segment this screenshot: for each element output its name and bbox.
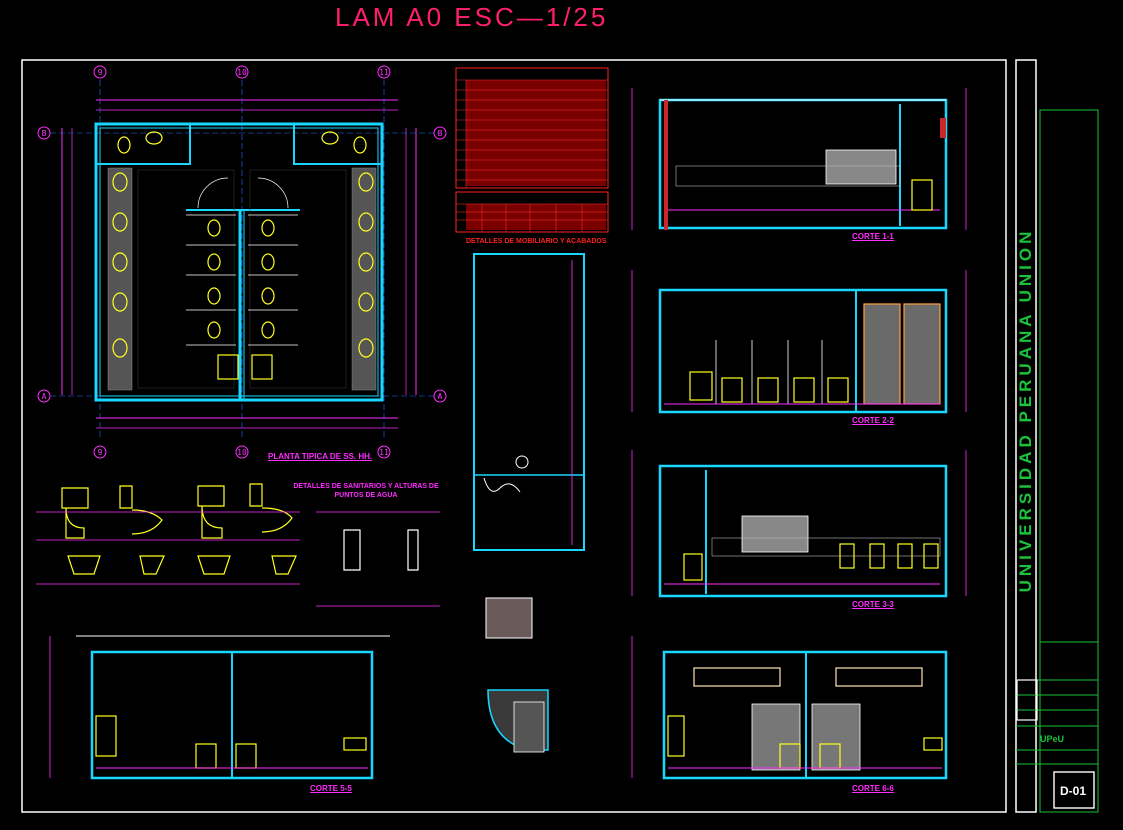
section-3-3 (631, 450, 967, 598)
floor-plan (37, 65, 447, 459)
legend-table (455, 67, 609, 233)
plan-title: PLANTA TIPICA DE SS. HH. (268, 452, 373, 461)
furniture-details-title: DETALLES DE MOBILIARIO Y ACABADOS (466, 238, 607, 245)
corte-2-title: CORTE 2-2 (852, 416, 894, 425)
furniture-detail (473, 253, 585, 753)
sheet-number: D-01 (1060, 784, 1087, 798)
corte-6-title: CORTE 6-6 (852, 784, 894, 793)
axis-10-top: 10 (237, 68, 247, 77)
titleblock-strip (1015, 59, 1037, 813)
university-name-vertical: UNIVERSIDAD PERUANA UNION (1016, 227, 1035, 593)
titleblock-panel (1039, 109, 1099, 813)
sheet-title: LAM A0 ESC—1/25 (335, 2, 609, 32)
axis-9-bottom: 9 (98, 448, 103, 457)
upeu-logo-text: UPeU (1040, 734, 1065, 744)
axis-b-right: B (438, 129, 443, 138)
axis-a-right: A (438, 392, 443, 401)
sanitary-details-title: DETALLES DE SANITARIOS Y ALTURAS DE PUNT… (293, 483, 439, 499)
axis-9-top: 9 (98, 68, 103, 77)
section-5-5 (49, 635, 390, 780)
axis-b-left: B (42, 129, 47, 138)
corte-3-title: CORTE 3-3 (852, 600, 894, 609)
sanitary-details (61, 483, 419, 575)
axis-11-top: 11 (379, 68, 389, 77)
sheet-border (21, 59, 1007, 813)
axis-a-left: A (42, 392, 47, 401)
section-6-6 (631, 636, 948, 780)
section-1-1 (631, 88, 967, 230)
section-2-2 (631, 270, 967, 414)
corte-1-title: CORTE 1-1 (852, 232, 894, 241)
axis-11-bottom: 11 (379, 448, 389, 457)
corte-5-title: CORTE 5-5 (310, 784, 352, 793)
axis-10-bottom: 10 (237, 448, 247, 457)
